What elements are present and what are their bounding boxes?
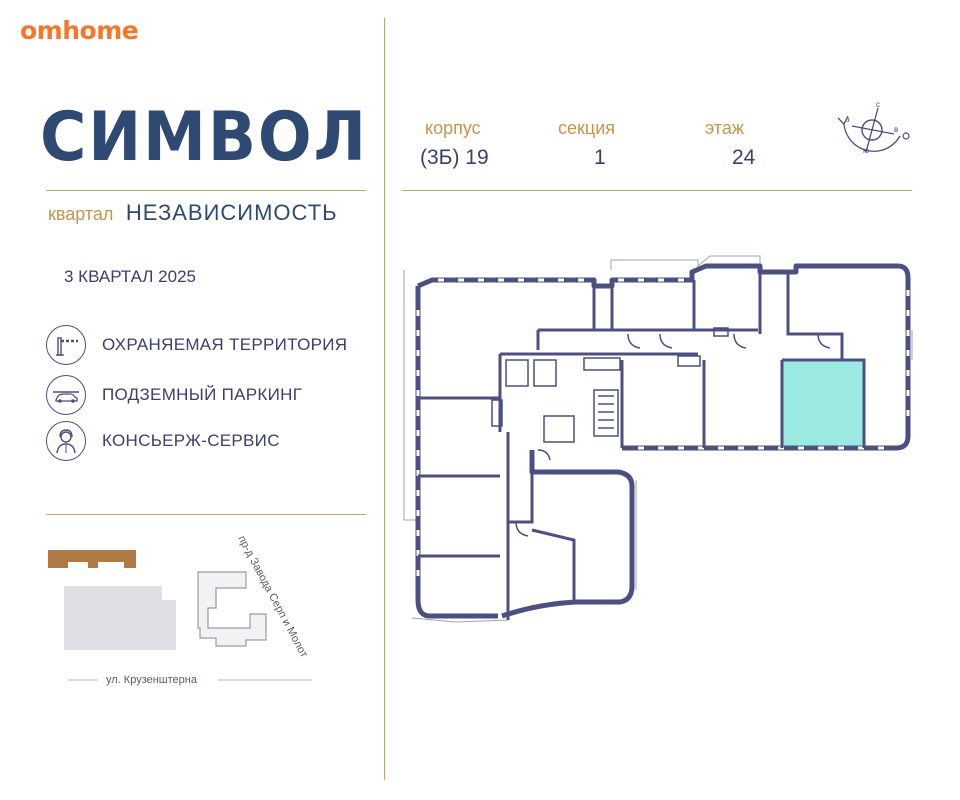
neighbour-building <box>48 550 136 568</box>
params-divider <box>402 190 912 191</box>
district-name: НЕЗАВИСИМОСТЬ <box>125 200 338 225</box>
feature-item-parking: ПОДЗЕМНЫЙ ПАРКИНГ <box>46 373 302 417</box>
interior-walls <box>418 272 866 620</box>
brand-logo[interactable]: omhome <box>20 16 139 45</box>
left-top-divider <box>46 190 366 191</box>
district-label: квартал <box>48 204 114 224</box>
completion-date: 3 КВАРТАЛ 2025 <box>64 267 196 286</box>
feature-label-security: ОХРАНЯЕМАЯ ТЕРРИТОРИЯ <box>102 335 348 354</box>
feature-item-concierge: КОНСЬЕРЖ-СЕРВИС <box>46 419 280 463</box>
selected-apartment[interactable] <box>782 360 864 448</box>
window-marks <box>416 270 910 590</box>
feature-label-parking: ПОДЗЕМНЫЙ ПАРКИНГ <box>102 385 303 404</box>
site-map: ул. Крузенштерна пр-д Завода Серп и Моло… <box>48 534 312 687</box>
feature-item-security: ОХРАНЯЕМАЯ ТЕРРИТОРИЯ <box>46 323 347 367</box>
compass-north: с <box>876 100 880 109</box>
district: квартал НЕЗАВИСИМОСТЬ <box>48 200 338 226</box>
compass-icon: с з в ю <box>837 100 910 155</box>
floor-label: этаж <box>705 118 744 138</box>
section-value: 1 <box>594 146 606 169</box>
street-name-1: ул. Крузенштерна <box>106 674 198 686</box>
compass-south: ю <box>863 146 869 155</box>
center-divider <box>384 18 385 780</box>
floor-plan <box>403 255 913 623</box>
floor-value: 24 <box>732 146 756 169</box>
feature-label-concierge: КОНСЬЕРЖ-СЕРВИС <box>102 431 280 450</box>
block-massing <box>64 586 176 650</box>
section-label: секция <box>558 118 615 138</box>
building-label: корпус <box>425 118 481 138</box>
current-block-outline <box>197 571 267 647</box>
compass-west: з <box>846 115 850 124</box>
concierge-icon <box>46 421 86 461</box>
compass-east: в <box>894 125 898 134</box>
balconies <box>403 255 913 623</box>
core-elements <box>491 327 831 537</box>
barrier-gate-icon <box>46 325 86 365</box>
car-parking-icon <box>46 375 86 415</box>
project-title: СИМВОЛ <box>40 98 368 177</box>
left-bottom-divider <box>46 514 366 515</box>
building-value: (3Б) 19 <box>420 146 489 169</box>
